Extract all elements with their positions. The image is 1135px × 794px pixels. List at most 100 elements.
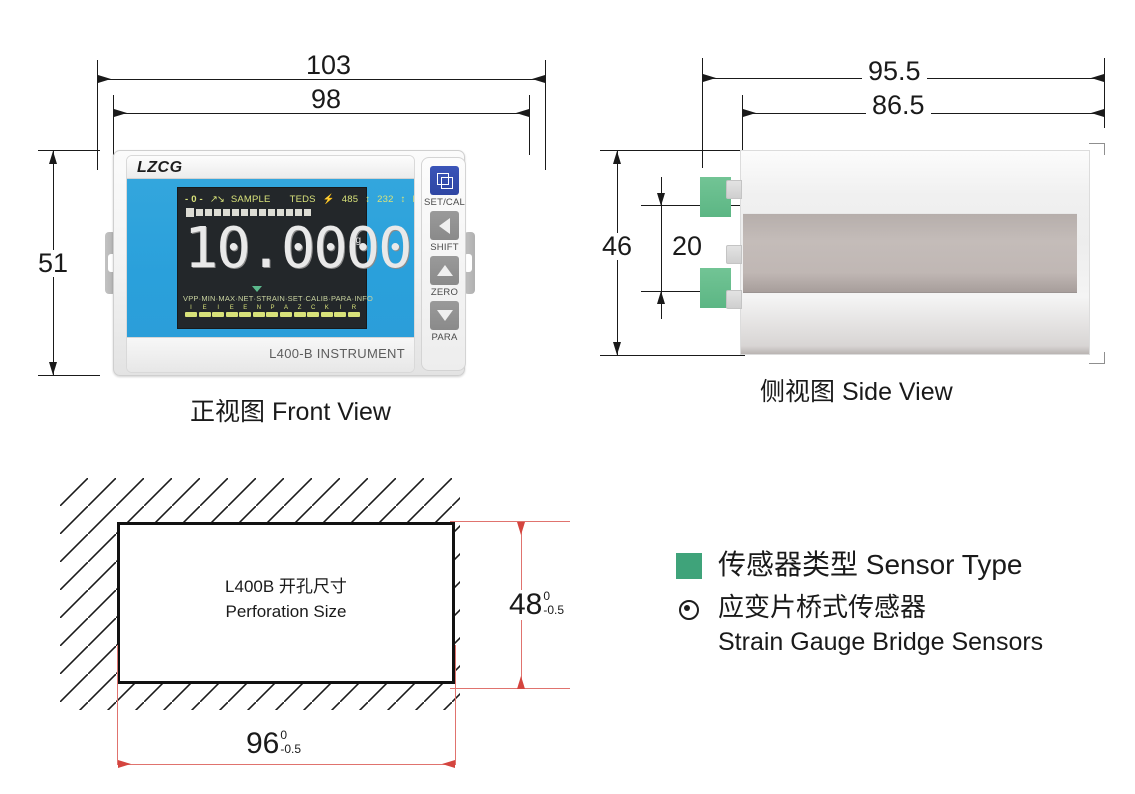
perforation-title-cn: L400B 开孔尺寸 xyxy=(225,577,347,596)
setcal-button-label: SET/CAL xyxy=(424,197,465,208)
lcd-485-label: 485 xyxy=(341,194,359,205)
letter-char: K xyxy=(324,305,329,311)
letter-cell: E xyxy=(239,305,252,317)
arrow-46-bottom xyxy=(613,342,621,355)
letter-bar xyxy=(212,312,225,317)
setcal-button[interactable] xyxy=(430,166,459,195)
zero-button[interactable] xyxy=(430,256,459,285)
legend-sensor-detail: 应变片桥式传感器 Strain Gauge Bridge Sensors xyxy=(718,591,1043,659)
letter-char: Z xyxy=(297,305,302,311)
ext-line-right-103 xyxy=(545,60,546,170)
letter-char: E xyxy=(243,305,248,311)
ext-line-top-48 xyxy=(450,521,570,522)
dimline-98 xyxy=(113,113,529,114)
instrument-bottom-bar: L400-B INSTRUMENT xyxy=(127,337,414,372)
dim-label-51: 51 xyxy=(32,250,75,277)
ext-line-bottom-48 xyxy=(450,688,570,689)
mounting-clip-right xyxy=(464,232,475,294)
arrow-955-left xyxy=(703,74,716,82)
letter-bar xyxy=(307,312,320,317)
lcd-net-pointer-icon xyxy=(252,286,262,292)
ext-line-right-96 xyxy=(455,645,456,765)
letter-bar xyxy=(280,312,293,317)
front-view-caption: 正视图 Front View xyxy=(190,398,391,426)
dimline-20 xyxy=(661,177,662,319)
dim-label-20: 20 xyxy=(666,233,709,260)
letter-bar xyxy=(225,312,238,317)
letter-char: I xyxy=(190,305,192,311)
arrow-96-left xyxy=(118,760,131,768)
letter-bar xyxy=(252,312,265,317)
arrow-98-left xyxy=(114,109,127,117)
lcd-teds-label: TEDS xyxy=(289,194,316,205)
arrow-103-left xyxy=(98,75,111,83)
triangle-down-icon xyxy=(436,310,453,321)
dim-96-value: 96 xyxy=(246,727,280,760)
letter-char: E xyxy=(229,305,234,311)
annunciator-net: NET xyxy=(237,294,254,303)
ext-line-right-955 xyxy=(1104,58,1105,128)
dim-48-tolerance: 0-0.5 xyxy=(543,589,564,616)
arrow-98-right xyxy=(516,109,529,117)
target-ring-icon xyxy=(676,599,702,620)
instrument-body: LZCG - 0 - ↗↘ SAMPLE TEDS ⚡ 485 ↕ 232 ↕ … xyxy=(113,150,466,376)
side-rear-tab-top xyxy=(1089,143,1105,155)
side-window-band xyxy=(743,213,1077,293)
legend-sensor-type-label: 传感器类型 Sensor Type xyxy=(718,549,1023,580)
overlap-squares-icon xyxy=(437,173,453,189)
lcd-unit: kg xyxy=(350,235,361,246)
lcd-bargraph xyxy=(186,208,311,217)
ext-line-bottom-51 xyxy=(38,375,100,376)
perforation-label: L400B 开孔尺寸 Perforation Size xyxy=(120,575,452,624)
lcd-485-arrow-icon: ↕ xyxy=(365,194,371,205)
legend-block: 传感器类型 Sensor Type 应变片桥式传感器 Strain Gauge … xyxy=(676,548,1106,668)
annunciator-para: PARA xyxy=(330,294,352,303)
lcd-annunciator-row: VPP· MIN· MAX· NET· STRAIN· SET· CALIB· … xyxy=(183,294,373,303)
instrument-model-label: L400-B INSTRUMENT xyxy=(269,346,405,361)
annunciator-info: INFO xyxy=(354,294,374,303)
annunciator-set: SET xyxy=(287,294,303,303)
letter-bar xyxy=(198,312,211,317)
brand-bar: LZCG xyxy=(127,156,414,179)
shift-button[interactable] xyxy=(430,211,459,240)
arrow-48-bottom xyxy=(517,676,525,689)
sep: · xyxy=(215,294,219,303)
ext-line-left-98 xyxy=(113,95,114,155)
sep: · xyxy=(198,294,202,303)
mounting-clip-left xyxy=(105,232,116,294)
front-view-instrument: LZCG - 0 - ↗↘ SAMPLE TEDS ⚡ 485 ↕ 232 ↕ … xyxy=(105,150,475,378)
annunciator-strain: STRAIN xyxy=(256,294,285,303)
letter-cell: I xyxy=(212,305,225,317)
para-button[interactable] xyxy=(430,301,459,330)
triangle-left-icon xyxy=(439,217,450,234)
letter-cell: P xyxy=(266,305,279,317)
ext-line-top-51 xyxy=(38,150,100,151)
legend-row-sensor-type: 传感器类型 Sensor Type xyxy=(676,548,1106,582)
letter-cell: E xyxy=(225,305,238,317)
connector-pin-middle xyxy=(726,245,742,264)
letter-cell: I xyxy=(334,305,347,317)
sep: · xyxy=(351,294,355,303)
instrument-front-panel: LZCG - 0 - ↗↘ SAMPLE TEDS ⚡ 485 ↕ 232 ↕ … xyxy=(126,155,415,373)
lcd-display: - 0 - ↗↘ SAMPLE TEDS ⚡ 485 ↕ 232 ↕ D/A ▲… xyxy=(177,187,414,329)
arrow-865-left xyxy=(743,109,756,117)
ext-line-top-46 xyxy=(600,150,745,151)
lcd-teds-bolt-icon: ⚡ xyxy=(322,194,335,205)
perforation-cutout: L400B 开孔尺寸 Perforation Size xyxy=(117,522,455,684)
sep: · xyxy=(253,294,257,303)
letter-char: R xyxy=(351,305,357,311)
shift-button-label: SHIFT xyxy=(430,242,459,253)
dim-48-tol-upper: 0 xyxy=(543,589,551,604)
letter-bar xyxy=(185,312,197,317)
legend-sensor-en: Strain Gauge Bridge Sensors xyxy=(718,628,1044,657)
ext-line-left-865 xyxy=(742,95,743,153)
lcd-wave-icon: ↗↘ xyxy=(209,194,225,205)
sep: · xyxy=(328,294,331,303)
arrow-96-right xyxy=(442,760,455,768)
letter-bar xyxy=(239,312,252,317)
ext-line-left-96 xyxy=(117,645,118,765)
letter-char: I xyxy=(339,305,342,311)
dim-label-98: 98 xyxy=(305,86,348,113)
letter-cell: A xyxy=(280,305,293,317)
